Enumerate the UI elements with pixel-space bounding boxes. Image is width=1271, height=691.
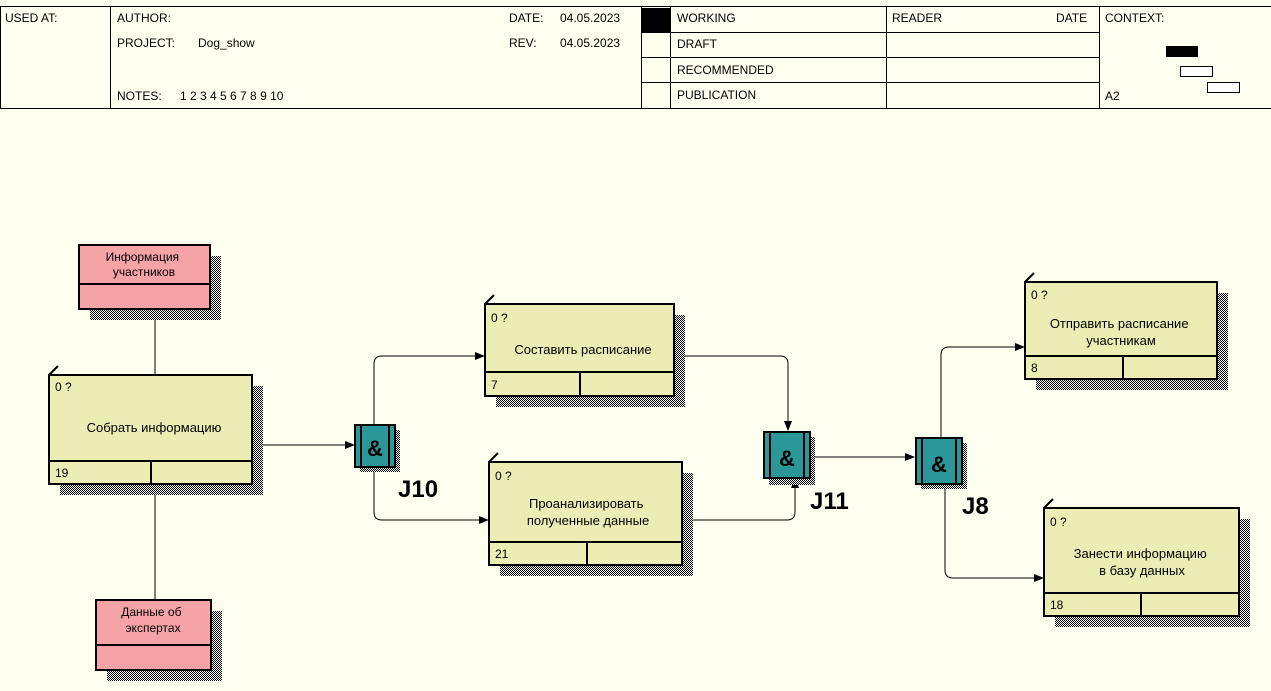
junction-j8[interactable]: & J8 [915, 437, 989, 520]
junction-symbol: & [931, 452, 947, 477]
reader-date-label: DATE [1056, 11, 1088, 25]
activity-cost: 0 ? [55, 380, 72, 394]
junction-symbol: & [779, 446, 795, 471]
context-label: CONTEXT: [1105, 11, 1165, 25]
activity-send-schedule[interactable]: 0 ? Отправить расписание участникам 8 [1024, 272, 1228, 390]
link-j8-to-send[interactable] [940, 343, 1025, 437]
activity-title: Проанализировать полученные данные [527, 496, 649, 528]
link-j10-to-analyze[interactable] [373, 466, 489, 524]
activity-number: 19 [55, 466, 69, 480]
object-label-line: Информация [106, 250, 179, 264]
status-working: WORKING [677, 11, 736, 25]
date-label: DATE: [509, 11, 544, 25]
activity-cost: 0 ? [495, 469, 512, 483]
activity-cost: 0 ? [491, 311, 508, 325]
node-label: A2 [1105, 89, 1120, 103]
activity-cost: 0 ? [1050, 515, 1067, 529]
activity-number: 18 [1050, 598, 1064, 612]
activity-analyze-data[interactable]: 0 ? Проанализировать полученные данные 2… [488, 452, 693, 576]
activity-title-line: Отправить расписание [1050, 316, 1189, 331]
activity-cost: 0 ? [1031, 288, 1048, 302]
activity-store-data[interactable]: 0 ? Занести информацию в базу данных 18 [1043, 498, 1250, 627]
rev-value: 04.05.2023 [560, 36, 621, 50]
object-label-line: участников [113, 265, 175, 279]
activity-title: Собрать информацию [87, 420, 222, 435]
activity-make-schedule[interactable]: 0 ? Составить расписание 7 [484, 294, 685, 407]
activity-number: 8 [1031, 361, 1038, 375]
junction-j10[interactable]: & J10 [354, 424, 438, 503]
notes-value: 1 2 3 4 5 6 7 8 9 10 [180, 89, 284, 103]
link-j10-to-schedule[interactable] [373, 352, 485, 425]
used-at-label: USED AT: [5, 11, 58, 25]
reader-label: READER [892, 11, 943, 25]
status-draft: DRAFT [677, 37, 717, 51]
context-box-active [1166, 46, 1198, 57]
activity-title: Отправить расписание участникам [1050, 316, 1192, 348]
junction-label: J10 [398, 476, 438, 503]
object-experts[interactable]: Данные об экспертах [95, 599, 222, 681]
link-schedule-to-j11[interactable] [675, 355, 792, 431]
object-participants-label: Информация участников [106, 250, 183, 279]
date-value: 04.05.2023 [560, 11, 621, 25]
activity-title-line: Проанализировать [529, 496, 644, 511]
activity-title-line: в базу данных [1099, 563, 1185, 578]
junction-label: J11 [810, 488, 849, 515]
object-label-line: экспертах [125, 621, 180, 635]
junction-j11[interactable]: & J11 [763, 431, 849, 515]
project-value: Dog_show [198, 36, 255, 50]
link-analyze-to-j11[interactable] [682, 478, 799, 521]
activity-title-line: полученные данные [527, 513, 649, 528]
activity-title-line: Занести информацию [1074, 546, 1207, 561]
notes-label: NOTES: [117, 89, 162, 103]
context-box [1207, 82, 1240, 93]
rev-label: REV: [509, 36, 537, 50]
working-status-mark [642, 8, 670, 32]
diagram-header: USED AT: AUTHOR: PROJECT: Dog_show NOTES… [0, 6, 1271, 109]
junction-label: J8 [962, 493, 989, 520]
object-label-line: Данные об [121, 605, 181, 619]
link-j8-to-store[interactable] [944, 484, 1044, 582]
activity-title: Составить расписание [514, 342, 651, 357]
activity-number: 21 [495, 547, 509, 561]
activity-title-line: участникам [1086, 333, 1156, 348]
status-recommended: RECOMMENDED [677, 63, 774, 77]
object-participants[interactable]: Информация участников [78, 244, 221, 320]
activity-title: Занести информацию в базу данных [1074, 546, 1211, 578]
status-publication: PUBLICATION [677, 88, 757, 102]
activity-number: 7 [491, 378, 498, 392]
author-label: AUTHOR: [117, 11, 171, 25]
object-experts-label: Данные об экспертах [121, 605, 185, 635]
activity-collect-information[interactable]: 0 ? Собрать информацию 19 [48, 365, 263, 495]
junction-symbol: & [367, 436, 383, 461]
context-box [1180, 66, 1213, 77]
project-label: PROJECT: [117, 36, 176, 50]
